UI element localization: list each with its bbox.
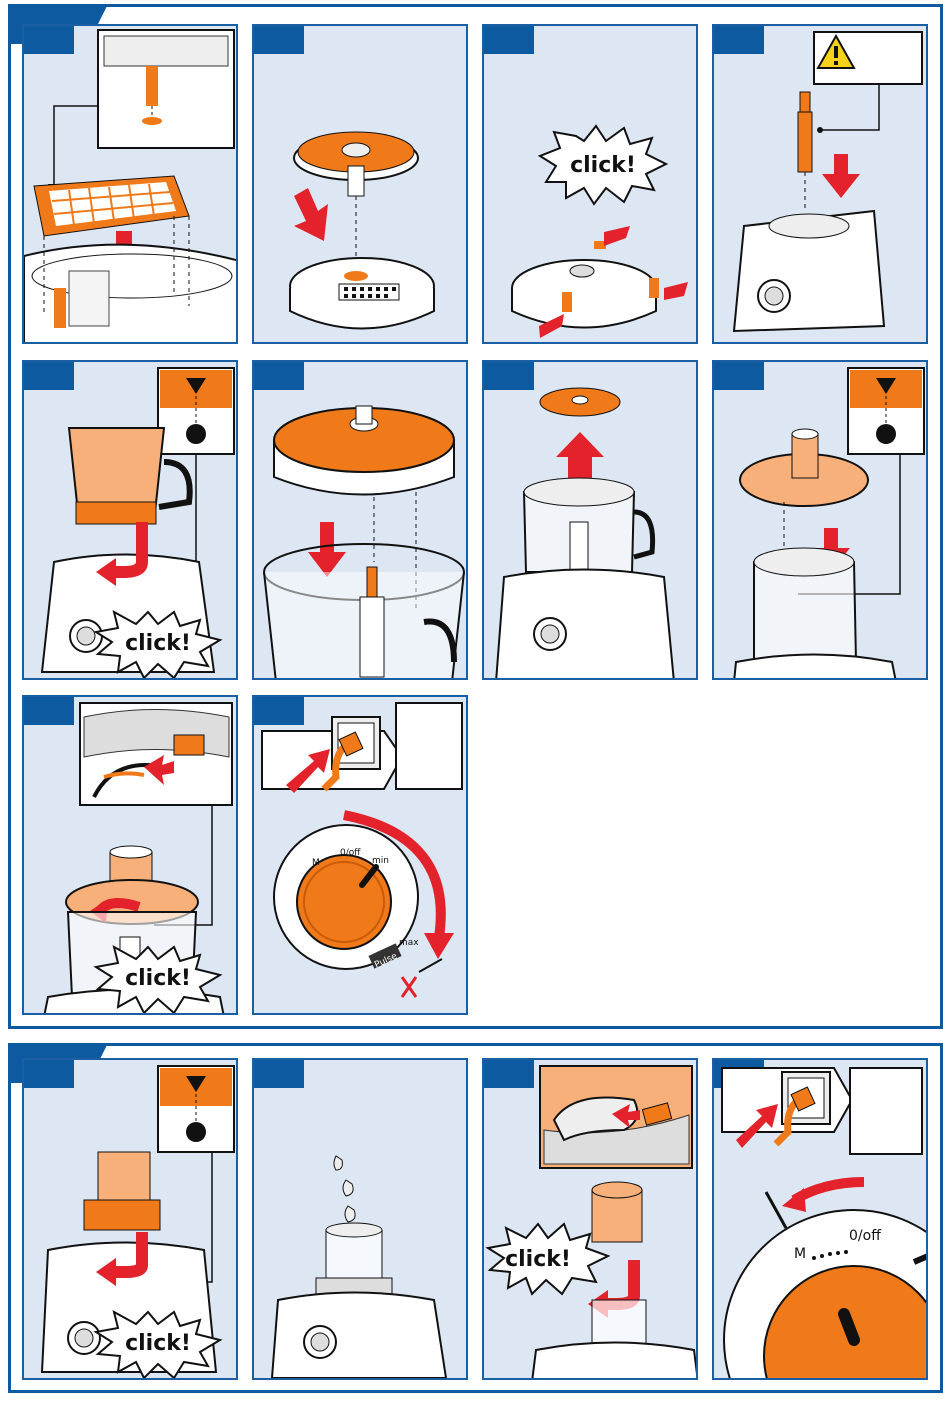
step-panel-chopper-attach: click! (22, 1058, 238, 1380)
dial-label-min: min (372, 856, 389, 866)
dial-label-off: 0/off (340, 848, 361, 858)
step-panel-lid-on-bowl (252, 360, 468, 680)
dial-label-m-large: M (794, 1246, 806, 1262)
click-label: click! (505, 1247, 571, 1272)
step-panel-dicing-grid (22, 24, 238, 344)
dial-label-max: max (399, 938, 419, 948)
step-panel-lid-click: click! (482, 24, 698, 344)
step-panel-plug-and-dial-large: M 0/off (712, 1058, 928, 1380)
dial-label-off-large: 0/off (849, 1228, 881, 1244)
step-panel-bowl-twist: click! (22, 360, 238, 680)
step-panel-plug-and-dial: M 0/off min max Pulse (252, 695, 468, 1015)
step-panel-disc-to-lid (252, 24, 468, 344)
click-label: click! (570, 153, 636, 178)
click-label: click! (125, 1331, 191, 1356)
dial-label-m: M (312, 858, 320, 868)
step-panel-add-ingredients (252, 1058, 468, 1380)
click-label: click! (125, 966, 191, 991)
click-burst: click! (488, 1224, 608, 1294)
step-panel-chopper-lid: click! (482, 1058, 698, 1380)
click-burst: click! (540, 126, 666, 204)
click-label: click! (125, 631, 191, 656)
step-panel-drive-shaft (712, 24, 928, 344)
step-panel-top-lid (712, 360, 928, 680)
step-panel-remove-disc (482, 360, 698, 680)
step-panel-handle-lock: click! (22, 695, 238, 1015)
